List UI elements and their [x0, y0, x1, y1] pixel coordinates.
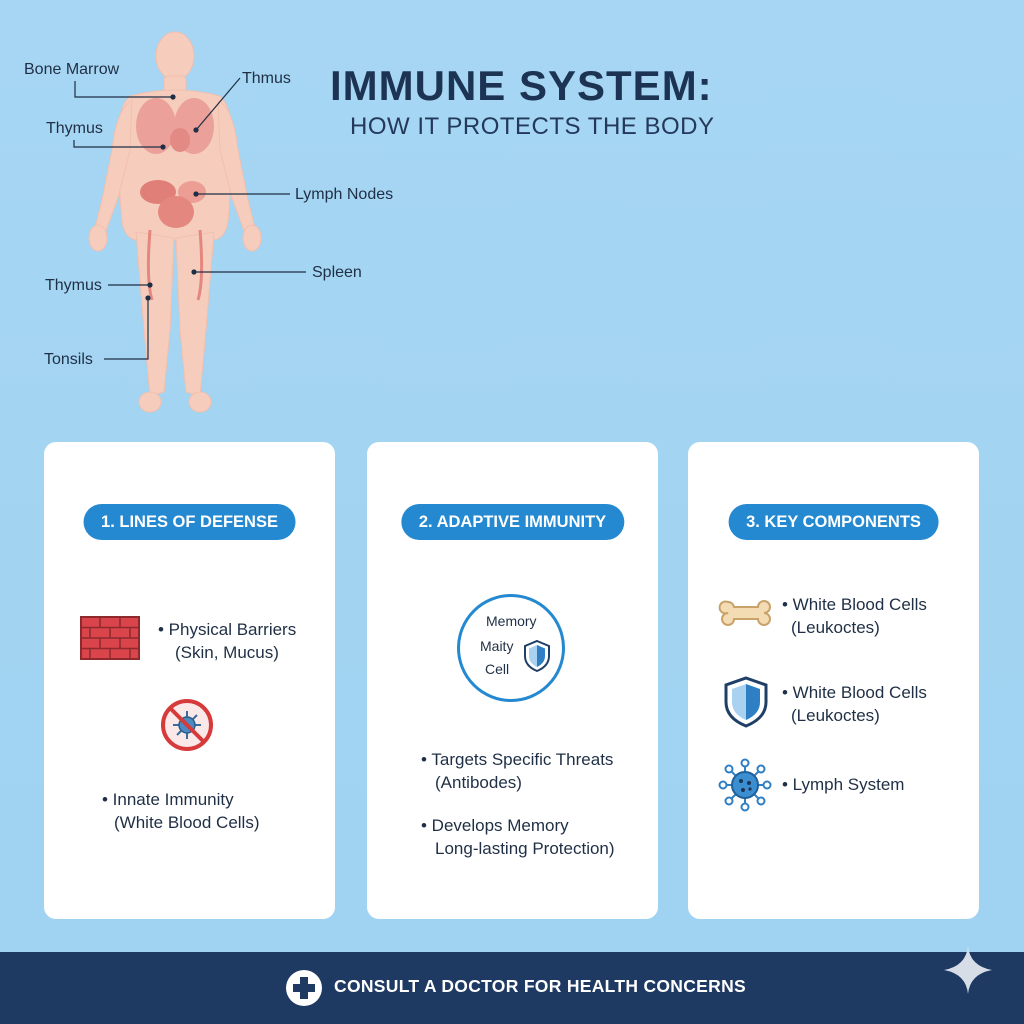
item-wbc-1-line1: • White Blood Cells — [782, 595, 927, 614]
footer-text: CONSULT A DOCTOR FOR HEALTH CONCERNS — [334, 976, 746, 996]
label-thmus-top: Thmus — [242, 70, 291, 87]
card-heading-adaptive-immunity: 2. ADAPTIVE IMMUNITY — [400, 504, 625, 540]
label-spleen: Spleen — [312, 264, 362, 281]
item-innate-immunity-line1: • Innate Immunity — [102, 790, 234, 809]
label-lymph-nodes: Lymph Nodes — [295, 186, 394, 203]
item-physical-barriers-line1: • Physical Barriers — [158, 620, 297, 639]
heart — [170, 128, 190, 152]
page-subtitle: HOW IT PROTECTS THE BODY — [350, 113, 715, 140]
badge-line1: Memory — [486, 613, 537, 629]
human-body-illustration — [73, 31, 306, 413]
item-lymph-system-line1: • Lymph System — [782, 775, 905, 794]
label-bone-marrow: Bone Marrow — [24, 61, 120, 78]
card-heading-key-components: 3. KEY COMPONENTS — [728, 504, 939, 540]
footer-banner: CONSULT A DOCTOR FOR HEALTH CONCERNS — [0, 946, 1024, 1024]
item-wbc-2-line2: (Leukoctes) — [791, 706, 880, 725]
card-key-components: 3. KEY COMPONENTS • White Blood Cells (L… — [688, 442, 979, 919]
brick-wall-icon — [80, 616, 140, 660]
liver — [140, 180, 176, 204]
label-thymus-lower: Thymus — [45, 277, 102, 294]
item-wbc-2-line1: • White Blood Cells — [782, 683, 927, 702]
item-targets-threats-line2: (Antibodes) — [435, 773, 522, 792]
item-physical-barriers-line2: (Skin, Mucus) — [175, 643, 279, 662]
label-thymus-upper: Thymus — [46, 120, 103, 137]
organs — [136, 98, 214, 301]
item-targets-threats-line1: • Targets Specific Threats — [421, 750, 614, 769]
stomach — [178, 181, 206, 203]
card-adaptive-immunity: 2. ADAPTIVE IMMUNITY Memory Maity Cell •… — [367, 442, 658, 919]
card-heading-lines-of-defense: 1. LINES OF DEFENSE — [83, 504, 296, 540]
medical-cross-icon — [286, 970, 322, 1006]
shield-icon — [724, 676, 768, 728]
no-virus-icon — [161, 699, 213, 751]
intestines — [158, 196, 194, 228]
item-develops-memory-line2: Long-lasting Protection) — [435, 839, 615, 858]
lymph-cell-icon — [718, 758, 772, 812]
page-title: IMMUNE SYSTEM: — [330, 62, 713, 109]
sparkle-icon — [944, 946, 992, 994]
badge-line2: Maity — [480, 638, 514, 654]
bone-icon — [718, 600, 771, 626]
item-innate-immunity-line2: (White Blood Cells) — [114, 813, 260, 832]
item-develops-memory-line1: • Develops Memory — [421, 816, 569, 835]
badge-line3: Cell — [485, 661, 510, 677]
left-lung — [136, 98, 176, 154]
card-lines-of-defense: 1. LINES OF DEFENSE • Physical Barriers … — [44, 442, 335, 919]
label-tonsils: Tonsils — [44, 351, 93, 368]
item-wbc-1-line2: (Leukoctes) — [791, 618, 880, 637]
shield-icon — [524, 639, 550, 673]
label-leader-lines — [73, 77, 306, 360]
memory-cell-badge: Memory Maity Cell — [457, 594, 565, 702]
